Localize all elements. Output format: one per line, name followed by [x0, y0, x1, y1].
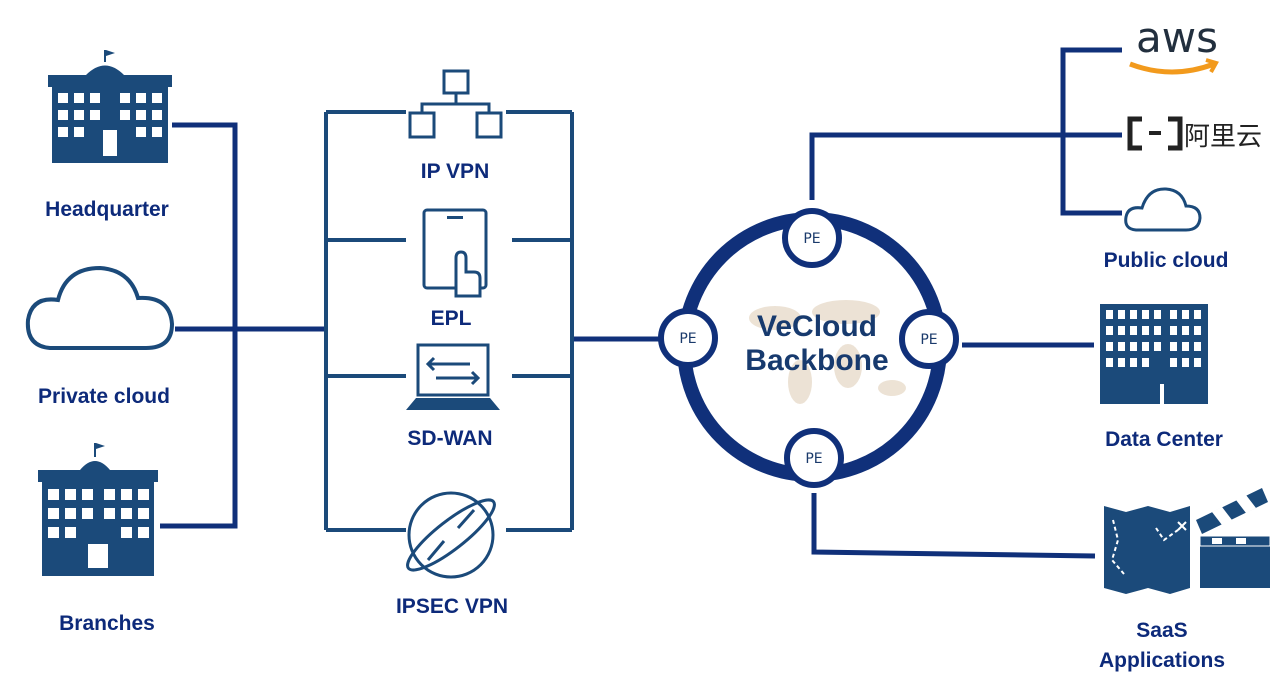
ip-vpn-label: IP VPN: [420, 160, 490, 183]
saas-clapperboard-icon: [1196, 488, 1271, 588]
headquarter-label: Headquarter: [45, 198, 169, 221]
pe-node-top[interactable]: PE: [782, 208, 842, 268]
ipsec-vpn-label: IPSEC VPN: [395, 595, 509, 618]
svg-text:PE: PE: [803, 231, 820, 247]
saas-applications-label: SaaS Applications: [1099, 616, 1225, 676]
aws-logo-icon: aws: [1129, 13, 1219, 75]
branches-building-icon: [38, 443, 158, 576]
data-center-building-icon: [1100, 304, 1208, 404]
destination-lines: [809, 47, 1122, 559]
svg-text:PE: PE: [920, 332, 937, 348]
private-cloud-icon: [25, 265, 175, 350]
ipsec-vpn-globe-icon: [406, 491, 496, 579]
pe-node-right[interactable]: PE: [899, 309, 959, 369]
sd-wan-laptop-icon: [406, 343, 500, 410]
backbone-title-line2: Backbone: [745, 344, 889, 377]
saas-label-line1: SaaS: [1136, 619, 1188, 642]
svg-text:aws: aws: [1136, 13, 1218, 62]
branches-label: Branches: [59, 612, 155, 635]
pe-node-bottom[interactable]: PE: [784, 428, 844, 488]
public-cloud-label: Public cloud: [1103, 249, 1229, 272]
backbone-title: VeCloud Backbone: [745, 310, 888, 378]
svg-text:阿里云: 阿里云: [1184, 122, 1262, 152]
data-center-label: Data Center: [1105, 428, 1223, 451]
saas-map-icon: [1104, 506, 1190, 594]
public-cloud-icon: [1124, 187, 1202, 232]
hq-link: [160, 122, 238, 529]
connector-lines: [160, 122, 660, 529]
svg-text:PE: PE: [679, 331, 696, 347]
aliyun-logo-icon: 阿里云: [1127, 116, 1262, 152]
headquarter-building-icon: [48, 50, 172, 163]
svg-text:PE: PE: [805, 451, 822, 467]
epl-label: EPL: [430, 307, 472, 330]
ip-vpn-network-icon: [408, 69, 503, 139]
sd-wan-label: SD-WAN: [407, 427, 493, 450]
world-map-icon: [749, 300, 906, 404]
pe-node-left[interactable]: PE: [658, 308, 718, 368]
saas-label-line2: Applications: [1098, 649, 1226, 672]
epl-tablet-touch-icon: [422, 208, 488, 298]
private-cloud-label: Private cloud: [38, 385, 170, 408]
service-bracket: [324, 110, 574, 532]
pe-nodes: PE PE PE PE: [658, 208, 959, 488]
backbone-title-line1: VeCloud: [756, 310, 878, 343]
